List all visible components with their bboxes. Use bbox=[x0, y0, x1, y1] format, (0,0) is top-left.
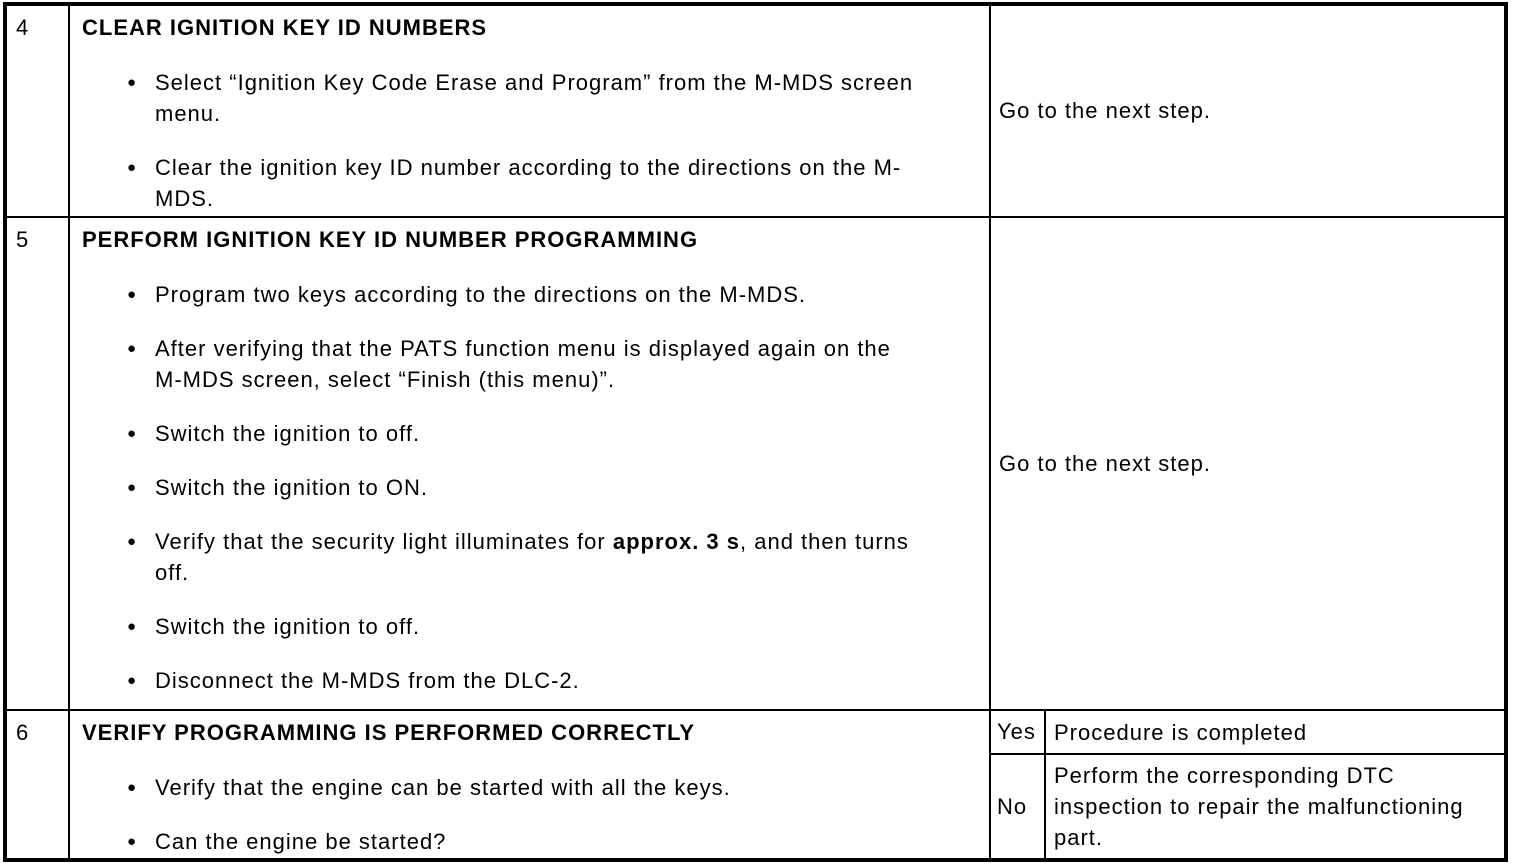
bullet-text: Switch the ignition to off. bbox=[155, 421, 421, 446]
bullet-item: ● Disconnect the M-MDS from the DLC-2. bbox=[82, 665, 979, 696]
action-text: Go to the next step. bbox=[999, 98, 1212, 123]
result-answer: No bbox=[991, 755, 1046, 858]
bullet-item: ● After verifying that the PATS function … bbox=[82, 333, 979, 395]
step-action-cell: Go to the next step. bbox=[991, 218, 1504, 709]
bullet-text: Clear the ignition key ID number accordi… bbox=[155, 155, 902, 211]
step-number: 6 bbox=[7, 711, 70, 858]
step-description-cell: PERFORM IGNITION KEY ID NUMBER PROGRAMMI… bbox=[70, 218, 991, 709]
step-row-6: 6 VERIFY PROGRAMMING IS PERFORMED CORREC… bbox=[7, 709, 1504, 858]
bullet-item: ● Switch the ignition to off. bbox=[82, 418, 979, 449]
bullet-item: ● Clear the ignition key ID number accord… bbox=[82, 152, 979, 214]
bullet-icon: ● bbox=[127, 618, 137, 635]
result-action-text: Procedure is completed bbox=[1054, 719, 1308, 745]
result-answer: Yes bbox=[991, 711, 1046, 753]
step-title: CLEAR IGNITION KEY ID NUMBERS bbox=[82, 15, 488, 40]
action-text: Go to the next step. bbox=[999, 450, 1212, 476]
step-description-cell: VERIFY PROGRAMMING IS PERFORMED CORRECTL… bbox=[70, 711, 991, 858]
step-results-cell: Yes Procedure is completed No Perform th… bbox=[991, 711, 1504, 858]
bullet-icon: ● bbox=[127, 779, 137, 796]
bullet-text: Program two keys according to the direct… bbox=[155, 282, 807, 307]
bullet-icon: ● bbox=[127, 479, 137, 496]
bullet-item: ● Verify that the security light illumina… bbox=[82, 526, 979, 588]
bullet-text: Verify that the security light illuminat… bbox=[155, 529, 909, 585]
step-description-cell: CLEAR IGNITION KEY ID NUMBERS ● Select “I… bbox=[70, 6, 991, 216]
bullet-text: Select “Ignition Key Code Erase and Prog… bbox=[155, 70, 914, 126]
bullet-text: After verifying that the PATS function m… bbox=[155, 336, 891, 392]
bullet-icon: ● bbox=[127, 159, 137, 176]
bullet-icon: ● bbox=[127, 833, 137, 850]
bullet-text: Switch the ignition to ON. bbox=[155, 475, 429, 500]
step-number: 4 bbox=[7, 6, 70, 216]
bullet-item: ● Switch the ignition to ON. bbox=[82, 472, 979, 503]
bullet-text: Verify that the engine can be started wi… bbox=[155, 775, 731, 800]
result-action-cell: Procedure is completed bbox=[1046, 711, 1504, 753]
bullet-item: ● Verify that the engine can be started w… bbox=[82, 772, 979, 803]
step-title: VERIFY PROGRAMMING IS PERFORMED CORRECTL… bbox=[82, 720, 696, 745]
step-title: PERFORM IGNITION KEY ID NUMBER PROGRAMMI… bbox=[82, 227, 699, 252]
bullet-icon: ● bbox=[127, 672, 137, 689]
troubleshooting-table: 4 CLEAR IGNITION KEY ID NUMBERS ● Select … bbox=[3, 2, 1508, 862]
bullet-item: ● Can the engine be started? bbox=[82, 826, 979, 857]
result-action-text: Perform the corresponding DTC inspection… bbox=[1054, 763, 1464, 850]
bullet-item: ● Switch the ignition to off. bbox=[82, 611, 979, 642]
bullet-icon: ● bbox=[127, 74, 137, 91]
step-row-5: 5 PERFORM IGNITION KEY ID NUMBER PROGRAM… bbox=[7, 216, 1504, 709]
step-bullet-list: ● Program two keys according to the direc… bbox=[82, 279, 979, 696]
step-number: 5 bbox=[7, 218, 70, 709]
bullet-item: ● Select “Ignition Key Code Erase and Pro… bbox=[82, 67, 979, 129]
step-action-cell: Go to the next step. bbox=[991, 6, 1504, 216]
bullet-text: Disconnect the M-MDS from the DLC-2. bbox=[155, 668, 580, 693]
step-bullet-list: ● Select “Ignition Key Code Erase and Pro… bbox=[82, 67, 979, 214]
step-bullet-list: ● Verify that the engine can be started w… bbox=[82, 772, 979, 857]
bullet-icon: ● bbox=[127, 340, 137, 357]
bullet-icon: ● bbox=[127, 533, 137, 550]
result-row-no: No Perform the corresponding DTC inspect… bbox=[991, 753, 1504, 858]
bullet-icon: ● bbox=[127, 286, 137, 303]
step-row-4: 4 CLEAR IGNITION KEY ID NUMBERS ● Select … bbox=[7, 6, 1504, 216]
result-action-cell: Perform the corresponding DTC inspection… bbox=[1046, 755, 1504, 858]
bullet-text: Switch the ignition to off. bbox=[155, 614, 421, 639]
bullet-item: ● Program two keys according to the direc… bbox=[82, 279, 979, 310]
bullet-icon: ● bbox=[127, 425, 137, 442]
result-row-yes: Yes Procedure is completed bbox=[991, 711, 1504, 753]
bullet-text: Can the engine be started? bbox=[155, 829, 447, 854]
